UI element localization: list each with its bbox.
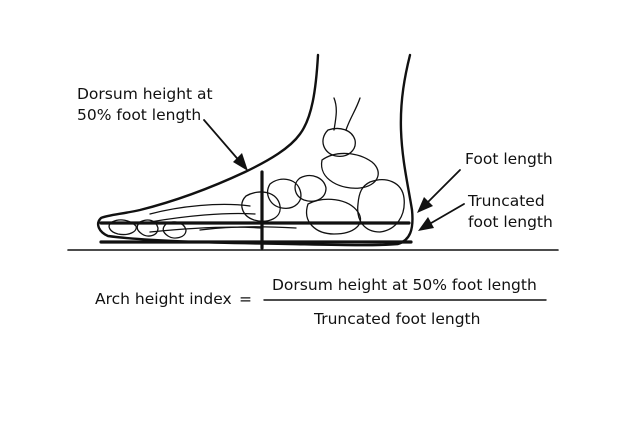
truncated-arrow: [425, 203, 465, 227]
formula-numerator-text: Dorsum height at 50% foot length: [272, 276, 537, 294]
truncated-arrowhead: [418, 217, 434, 231]
dorsum-arrow: [203, 119, 243, 165]
truncated-foot-length-label: Truncated foot length: [468, 191, 553, 233]
dorsum-arrowhead: [233, 153, 248, 171]
formula-lhs: Arch height index: [95, 289, 232, 310]
formula-equals-sign: =: [239, 290, 252, 308]
foot-length-text: Foot length: [465, 150, 553, 168]
dorsum-height-label: Dorsum height at 50% foot length: [77, 84, 213, 126]
truncated-label-line-1: Truncated: [468, 192, 545, 210]
foot-length-arrowhead: [417, 197, 433, 213]
formula-equals: =: [239, 289, 252, 310]
foot-bones: [108, 97, 405, 239]
formula-denominator-text: Truncated foot length: [314, 310, 481, 328]
foot-length-arrow: [423, 169, 461, 207]
truncated-label-line-2: foot length: [468, 213, 553, 231]
foot-outline: [97, 53, 414, 247]
dorsum-label-line-2: 50% foot length: [77, 106, 202, 124]
foot-length-label: Foot length: [465, 149, 553, 170]
dorsum-label-line-1: Dorsum height at: [77, 85, 213, 103]
formula-denominator: Truncated foot length: [314, 309, 480, 330]
formula-lhs-text: Arch height index: [95, 290, 232, 308]
formula-numerator: Dorsum height at 50% foot length: [272, 275, 537, 296]
